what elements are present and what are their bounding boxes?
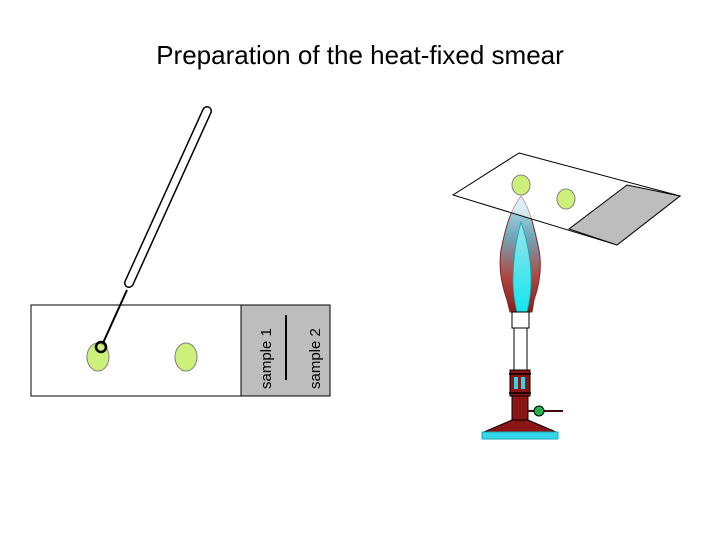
burner-base [483,419,557,433]
gas-valve [533,405,545,417]
tilted-slide-frosted-end [567,184,682,246]
sample-2-label: sample 2 [307,328,324,389]
loop-tip [94,340,108,354]
page-title: Preparation of the heat-fixed smear [156,40,564,70]
burner-foot [481,431,559,440]
loop-wire [102,289,128,344]
slide-over-flame [451,152,682,246]
slide-left: sample 1 sample 2 [30,304,331,397]
tilted-sample-2-drop [556,188,576,210]
burner-stem [511,395,529,421]
tilted-sample-1-drop [511,174,531,196]
collar-window-2 [521,377,525,389]
loop-handle-fill [125,107,211,287]
sample-2-drop [174,342,198,372]
burner-nozzle [511,311,530,329]
bunsen-burner [481,195,563,440]
burner-barrel [513,327,528,371]
collar-window-1 [514,377,518,389]
inoculating-loop [94,106,212,354]
sample-1-label: sample 1 [258,328,275,389]
